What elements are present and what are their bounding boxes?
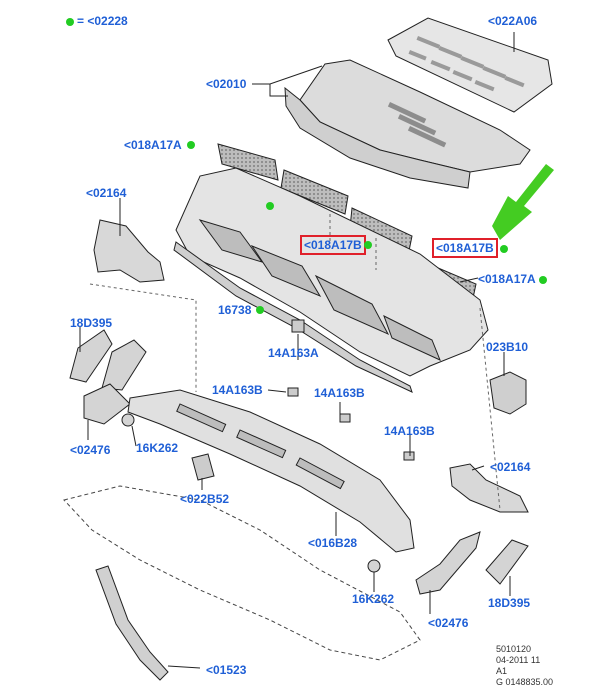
- label-01523: <01523: [206, 663, 247, 677]
- label-16K262-left: 16K262: [136, 441, 179, 455]
- filter-housing: [489, 371, 527, 415]
- left-bracket: [93, 219, 165, 283]
- label-18D395-left: 18D395: [70, 316, 113, 330]
- label-02476-left: <02476: [70, 443, 111, 457]
- footer-code-1: 5010120: [496, 644, 532, 654]
- cowl-top-panel: [284, 59, 531, 189]
- marker-018A17A-right-icon: [539, 276, 547, 284]
- cowl-lower-panel: [173, 167, 489, 393]
- clip-14A163A: [291, 319, 305, 333]
- label-018A17B-right: <018A17B: [432, 238, 498, 258]
- label-016B28: <016B28: [308, 536, 358, 550]
- legend: = <02228: [66, 14, 128, 28]
- footer-date: 04-2011 11: [496, 655, 541, 665]
- marker-018A17A-top-icon: [187, 141, 195, 149]
- marker-center-icon: [266, 202, 274, 210]
- label-02164-left: <02164: [86, 186, 127, 200]
- mount-022B52: [191, 453, 215, 481]
- label-14A163B-1: 14A163B: [212, 383, 263, 397]
- reinforcement-bar: [127, 389, 415, 553]
- footer-code-2: A1: [496, 666, 508, 676]
- dashed-leader-lines: [89, 214, 501, 511]
- label-16K262-bottom: 16K262: [352, 592, 395, 606]
- label-18D395-right: 18D395: [488, 596, 531, 610]
- label-022A06: <022A06: [488, 14, 538, 28]
- footer-code-3: G 0148835.00: [496, 677, 554, 687]
- label-018A17B-mid: <018A17B: [300, 235, 366, 255]
- label-023B10: 023B10: [486, 340, 529, 354]
- marker-018A17B-mid-icon: [364, 241, 372, 249]
- right-side-parts: [367, 531, 529, 595]
- marker-16738-icon: [256, 306, 264, 314]
- left-side-parts: [69, 329, 147, 427]
- label-02010: <02010: [206, 77, 247, 91]
- leader-lines: [79, 32, 515, 669]
- label-02164-right: <02164: [490, 460, 531, 474]
- label-018A17A-right: <018A17A: [478, 272, 536, 286]
- marker-018A17B-right-icon: [500, 245, 508, 253]
- legend-text: = <02228: [77, 14, 128, 28]
- drain-hose: [95, 565, 169, 681]
- green-arrow: [492, 164, 554, 240]
- label-16738: 16738: [218, 303, 252, 317]
- label-14A163B-3: 14A163B: [384, 424, 435, 438]
- label-02476-bottom: <02476: [428, 616, 469, 630]
- label-022B52: <022B52: [180, 492, 230, 506]
- legend-marker-icon: [66, 17, 74, 26]
- label-018A17A-top: <018A17A: [124, 138, 182, 152]
- label-14A163A: 14A163A: [268, 346, 319, 360]
- label-14A163B-2: 14A163B: [314, 386, 365, 400]
- top-cover-plate: [387, 17, 553, 113]
- lower-outline-panel: [63, 485, 421, 661]
